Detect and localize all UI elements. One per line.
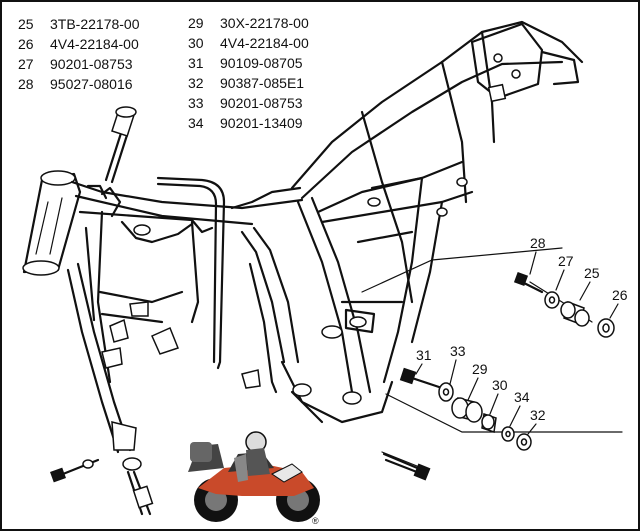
part-row: 34 90201-13409	[188, 113, 309, 133]
callout-25: 25	[584, 265, 600, 281]
callout-31: 31	[416, 347, 432, 363]
main-frame-tubes	[66, 180, 304, 454]
part-number: 27	[18, 56, 34, 72]
part-number: 31	[188, 55, 204, 71]
lower-left-hardware	[50, 457, 154, 516]
part-number: 33	[188, 95, 204, 111]
rider-logo: ®	[188, 431, 320, 526]
part-number: 25	[18, 16, 34, 32]
part-row: 28 95027-08016	[18, 74, 140, 94]
part-row: 27 90201-08753	[18, 54, 140, 74]
part-row: 31 90109-08705	[188, 53, 309, 73]
lower-hardware-group	[382, 367, 532, 481]
part-row: 26 4V4-22184-00	[18, 34, 140, 54]
part-number: 34	[188, 115, 204, 131]
callout-34: 34	[514, 389, 530, 405]
leader-lines	[361, 247, 623, 469]
callout-26: 26	[612, 287, 628, 303]
registered-mark: ®	[312, 516, 319, 526]
part-code: 30X-22178-00	[220, 15, 309, 31]
part-code: 4V4-22184-00	[50, 36, 139, 52]
callout-30: 30	[492, 377, 508, 393]
part-row: 33 90201-08753	[188, 93, 309, 113]
part-number: 26	[18, 36, 34, 52]
part-number: 28	[18, 76, 34, 92]
callout-labels: 28 27 25 26 31 33 29 30 34 32	[415, 235, 628, 435]
pivot-area	[280, 308, 394, 424]
callout-27: 27	[558, 253, 574, 269]
brackets	[101, 301, 261, 451]
part-code: 90201-08753	[220, 95, 303, 111]
part-code: 95027-08016	[50, 76, 133, 92]
bent-rod	[156, 176, 226, 370]
callout-29: 29	[472, 361, 488, 377]
filler-bolt	[104, 106, 137, 184]
head-pipe	[22, 170, 82, 276]
callout-28: 28	[530, 235, 546, 251]
part-code: 90201-13409	[220, 115, 303, 131]
part-row: 25 3TB-22178-00	[18, 14, 140, 34]
callout-32: 32	[530, 407, 546, 423]
part-number: 29	[188, 15, 204, 31]
upper-hardware-group	[513, 271, 615, 338]
part-row: 30 4V4-22184-00	[188, 33, 309, 53]
part-code: 90109-08705	[220, 55, 303, 71]
part-number: 30	[188, 35, 204, 51]
part-number: 32	[188, 75, 204, 91]
parts-list-left: 25 3TB-22178-00 26 4V4-22184-00 27 90201-08…	[18, 14, 140, 94]
part-code: 90201-08753	[50, 56, 133, 72]
part-code: 3TB-22178-00	[50, 16, 140, 32]
callout-33: 33	[450, 343, 466, 359]
parts-list-right: 29 30X-22178-00 30 4V4-22184-00 31 90109-08…	[188, 13, 309, 133]
part-row: 29 30X-22178-00	[188, 13, 309, 33]
part-code: 4V4-22184-00	[220, 35, 309, 51]
part-code: 90387-085E1	[220, 75, 305, 91]
part-row: 32 90387-085E1	[188, 73, 309, 93]
